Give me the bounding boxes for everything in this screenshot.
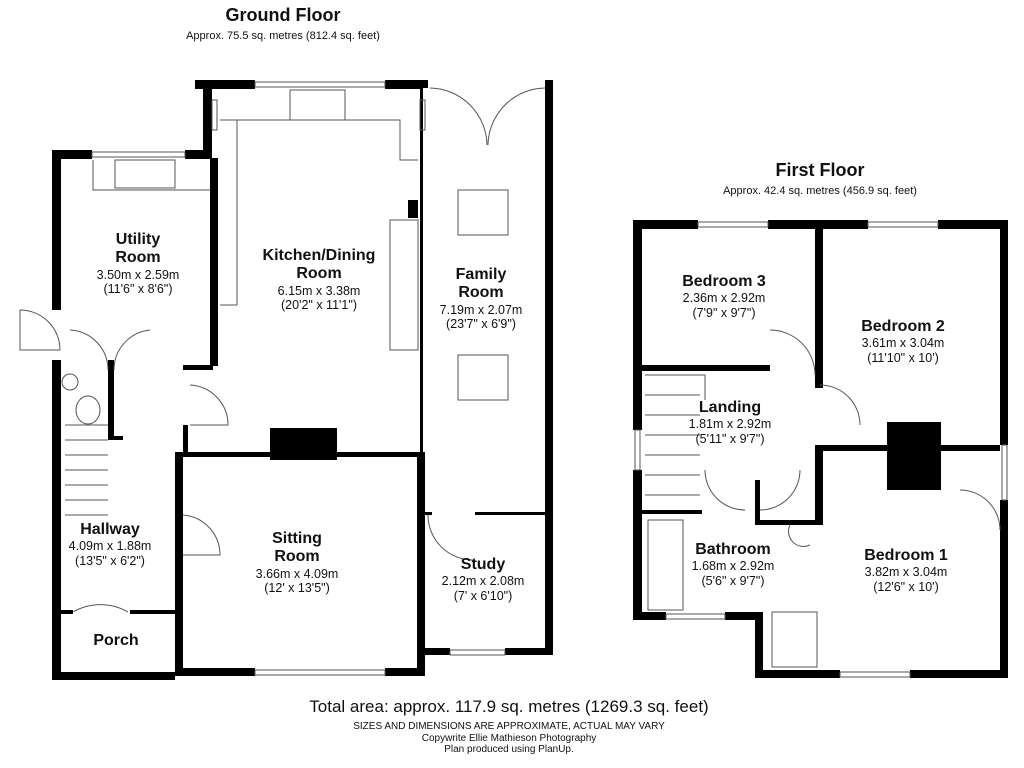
first-floor-walls: [633, 220, 1008, 678]
ground-floor-walls: [52, 80, 553, 680]
room-dimensions-imperial: (12'6" x 10'): [873, 579, 939, 594]
room-dimensions-imperial: (12' x 13'5"): [264, 581, 330, 596]
copyright: Copywrite Ellie Mathieson Photography: [421, 732, 597, 744]
room-sitting: Sitting Room 3.66m x 4.09m (12' x 13'5"): [256, 530, 339, 596]
room-study: Study 2.12m x 2.08m (7' x 6'10"): [442, 556, 525, 603]
room-dimensions-metric: 3.82m x 3.04m: [864, 565, 948, 580]
room-dimensions-metric: 1.68m x 2.92m: [691, 559, 775, 574]
room-name: Bedroom 1: [864, 547, 948, 564]
room-landing: Landing 1.81m x 2.92m (5'11" x 9'7"): [689, 399, 772, 446]
room-dimensions-metric: 2.36m x 2.92m: [682, 291, 766, 306]
room-bathroom: Bathroom 1.68m x 2.92m (5'6" x 9'7"): [692, 541, 775, 588]
room-dimensions-metric: 3.66m x 4.09m: [255, 566, 339, 581]
room-dimensions-imperial: (11'6" x 8'6"): [103, 282, 173, 297]
room-dimensions-imperial: (5'6" x 9'7"): [701, 573, 765, 588]
room-dimensions-metric: 3.50m x 2.59m: [96, 267, 180, 282]
room-name: Porch: [93, 632, 139, 649]
room-family: Family Room 7.19m x 2.07m (23'7" x 6'9"): [440, 266, 523, 332]
room-dimensions-imperial: (11'10" x 10'): [867, 350, 939, 365]
room-name: Family: [455, 266, 507, 283]
room-name: Landing: [698, 399, 762, 416]
room-name: Study: [460, 556, 506, 573]
first-floor-area: Approx. 42.4 sq. metres (456.9 sq. feet): [723, 185, 917, 198]
room-dimensions-metric: 6.15m x 3.38m: [277, 283, 361, 298]
disclaimer: SIZES AND DIMENSIONS ARE APPROXIMATE, AC…: [353, 721, 665, 733]
room-dimensions-metric: 1.81m x 2.92m: [688, 417, 772, 432]
footer: Total area: approx. 117.9 sq. metres (12…: [309, 697, 708, 756]
room-name: Room: [274, 548, 320, 566]
room-name: Sitting: [272, 530, 322, 547]
room-dimensions-imperial: (5'11" x 9'7"): [695, 431, 765, 446]
room-dimensions-metric: 2.12m x 2.08m: [441, 574, 525, 589]
room-name: Room: [458, 284, 504, 302]
room-dimensions-imperial: (23'7" x 6'9"): [446, 317, 516, 332]
room-porch: Porch: [93, 632, 138, 650]
first-floor-heading: First Floor Approx. 42.4 sq. metres (456…: [723, 160, 917, 200]
produced-by: Plan produced using PlanUp.: [444, 744, 574, 756]
room-hallway: Hallway 4.09m x 1.88m (13'5" x 6'2"): [69, 521, 152, 568]
room-utility: Utility Room 3.50m x 2.59m (11'6" x 8'6"…: [97, 231, 180, 297]
room-dimensions-imperial: (7' x 6'10"): [453, 588, 513, 603]
room-name: Hallway: [80, 521, 140, 538]
room-name: Bedroom 2: [861, 318, 945, 335]
ground-floor-heading: Ground Floor Approx. 75.5 sq. metres (81…: [186, 5, 380, 45]
first-floor-fixtures: [634, 221, 1008, 678]
total-area: Total area: approx. 117.9 sq. metres (12…: [309, 697, 709, 716]
room-bedroom-1: Bedroom 1 3.82m x 3.04m (12'6" x 10'): [864, 547, 948, 594]
room-dimensions-metric: 4.09m x 1.88m: [68, 539, 152, 554]
room-name: Bedroom 3: [682, 273, 766, 290]
room-dimensions-metric: 3.61m x 3.04m: [861, 336, 945, 351]
ground-floor-area: Approx. 75.5 sq. metres (812.4 sq. feet): [186, 30, 380, 43]
room-name: Bathroom: [695, 541, 771, 558]
room-dimensions-imperial: (13'5" x 6'2"): [75, 553, 145, 568]
room-dimensions-imperial: (20'2" x 11'1"): [281, 298, 357, 313]
ground-floor-title: Ground Floor: [225, 5, 341, 25]
room-name: Utility: [115, 231, 161, 248]
room-bedroom-2: Bedroom 2 3.61m x 3.04m (11'10" x 10'): [861, 318, 945, 365]
room-name: Kitchen/Dining: [262, 247, 376, 264]
room-name: Room: [115, 249, 161, 267]
first-floor-title: First Floor: [775, 160, 865, 180]
room-name: Room: [296, 265, 342, 283]
room-bedroom-3: Bedroom 3 2.36m x 2.92m (7'9" x 9'7"): [682, 273, 766, 320]
room-kitchen-dining: Kitchen/Dining Room 6.15m x 3.38m (20'2"…: [263, 247, 376, 313]
room-dimensions-imperial: (7'9" x 9'7"): [692, 305, 756, 320]
room-dimensions-metric: 7.19m x 2.07m: [439, 302, 523, 317]
ground-floor-fixtures: [19, 81, 546, 676]
